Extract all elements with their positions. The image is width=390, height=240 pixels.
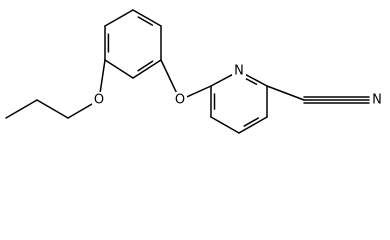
chemical-structure-svg: N O O N [5,9,384,134]
atom-label-pyridine-n: N [234,64,244,79]
atom-pyridine-nitrogen: N [232,63,246,79]
aryl-oxygen-bond [160,59,178,94]
benzene-bond-3 [132,59,162,79]
bonds-layer [5,9,370,134]
atom-aryl-ether-oxygen: O [173,92,187,108]
pyridine-bond-3 [210,116,240,134]
atom-nitrile-nitrogen: N [370,92,384,108]
pyridine-bond-4 [238,116,268,134]
atom-label-nitrile-n: N [372,93,382,108]
benzene-bond-6 [104,9,134,27]
propyl-bond-1 [36,99,69,119]
oxygen-propyl-bond [67,103,93,119]
oxygen-pyridine-bond [186,85,212,98]
atom-label-ether-o-2: O [94,93,104,108]
benzene-bond-1 [132,9,162,27]
pyridine-nitrile-carbon-bond [266,85,305,101]
pyridine-inner-bond-1 [245,77,258,85]
propyl-bond-2 [5,99,38,119]
benzene-inner-bond-2 [137,60,154,72]
propoxy-oxygen-bond [99,59,106,93]
pyridine-inner-bond-3 [243,117,260,127]
molecule-diagram: N O O N [5,9,384,134]
benzene-bond-4 [104,59,134,79]
atom-label-ether-o-1: O [175,93,185,108]
benzene-inner-bond-1 [137,16,154,26]
pyridine-bond-1 [210,74,233,87]
pyridine-bond-6 [245,74,268,87]
atoms-layer: N O O N [92,63,384,108]
atom-propoxy-oxygen: O [92,92,106,108]
